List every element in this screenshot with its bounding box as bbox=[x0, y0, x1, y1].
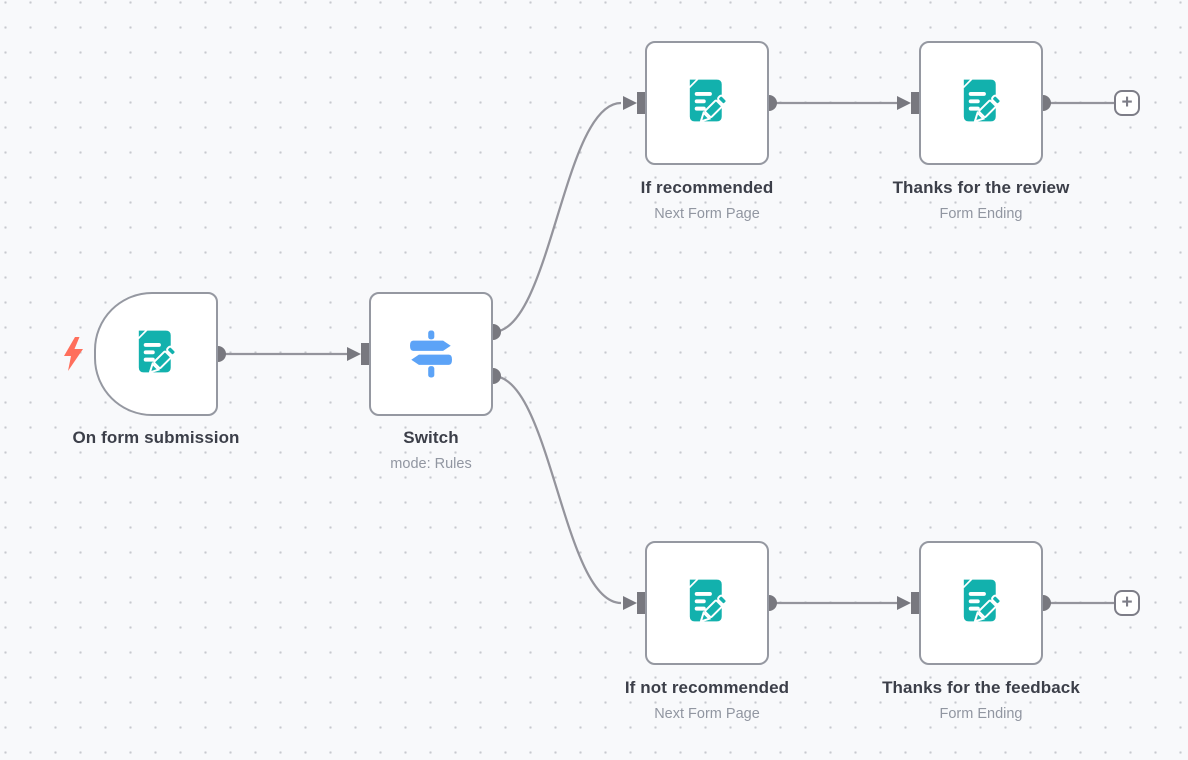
thanks-review-input-arrow-icon[interactable] bbox=[897, 96, 911, 110]
if-not-recommended-input-arrow-icon[interactable] bbox=[623, 596, 637, 610]
node-title: If recommended bbox=[640, 178, 774, 197]
thanks-feedback-input-port[interactable] bbox=[911, 592, 919, 614]
node-label-thanks-for-the-feedback: Thanks for the feedback Form Ending bbox=[801, 678, 1161, 722]
node-if-not-recommended[interactable] bbox=[645, 541, 769, 665]
signpost-icon bbox=[410, 330, 452, 378]
node-label-if-not-recommended: If not recommended Next Form Page bbox=[527, 678, 887, 722]
trigger-bolt-icon bbox=[64, 337, 83, 371]
node-switch[interactable] bbox=[369, 292, 493, 416]
plus-icon: + bbox=[1121, 591, 1133, 613]
node-label-switch: Switch mode: Rules bbox=[251, 428, 611, 472]
if-recommended-input-arrow-icon[interactable] bbox=[623, 96, 637, 110]
node-thanks-for-the-review[interactable] bbox=[919, 41, 1043, 165]
node-subtitle: mode: Rules bbox=[390, 456, 472, 472]
plus-icon: + bbox=[1121, 91, 1133, 113]
node-title: On form submission bbox=[72, 428, 240, 447]
node-on-form-submission[interactable] bbox=[94, 292, 218, 416]
thanks-feedback-input-arrow-icon[interactable] bbox=[897, 596, 911, 610]
connection-switch-to-if-not-recommended[interactable] bbox=[492, 374, 622, 605]
node-subtitle: Next Form Page bbox=[654, 206, 760, 222]
node-label-thanks-for-the-review: Thanks for the review Form Ending bbox=[801, 178, 1161, 222]
if-not-recommended-input-port[interactable] bbox=[637, 592, 645, 614]
form-icon bbox=[963, 579, 1002, 623]
node-title: If not recommended bbox=[624, 678, 790, 697]
connection-switch-to-if-recommended[interactable] bbox=[492, 101, 622, 334]
node-title: Thanks for the feedback bbox=[882, 678, 1080, 697]
node-title: Switch bbox=[403, 428, 459, 447]
form-icon bbox=[689, 79, 728, 123]
node-subtitle: Form Ending bbox=[939, 206, 1023, 222]
form-icon bbox=[689, 579, 728, 623]
thanks-review-input-port[interactable] bbox=[911, 92, 919, 114]
node-subtitle: Next Form Page bbox=[654, 706, 760, 722]
node-title: Thanks for the review bbox=[892, 178, 1070, 197]
node-if-recommended[interactable] bbox=[645, 41, 769, 165]
if-recommended-input-port[interactable] bbox=[637, 92, 645, 114]
node-subtitle: Form Ending bbox=[939, 706, 1023, 722]
node-label-on-form-submission: On form submission bbox=[0, 428, 336, 448]
switch-input-port[interactable] bbox=[361, 343, 369, 365]
add-node-button-bottom[interactable]: + bbox=[1114, 590, 1140, 616]
form-icon bbox=[963, 79, 1002, 123]
form-icon bbox=[138, 330, 177, 374]
add-node-button-top[interactable]: + bbox=[1114, 90, 1140, 116]
switch-input-arrow-icon[interactable] bbox=[347, 347, 361, 361]
node-label-if-recommended: If recommended Next Form Page bbox=[527, 178, 887, 222]
node-thanks-for-the-feedback[interactable] bbox=[919, 541, 1043, 665]
